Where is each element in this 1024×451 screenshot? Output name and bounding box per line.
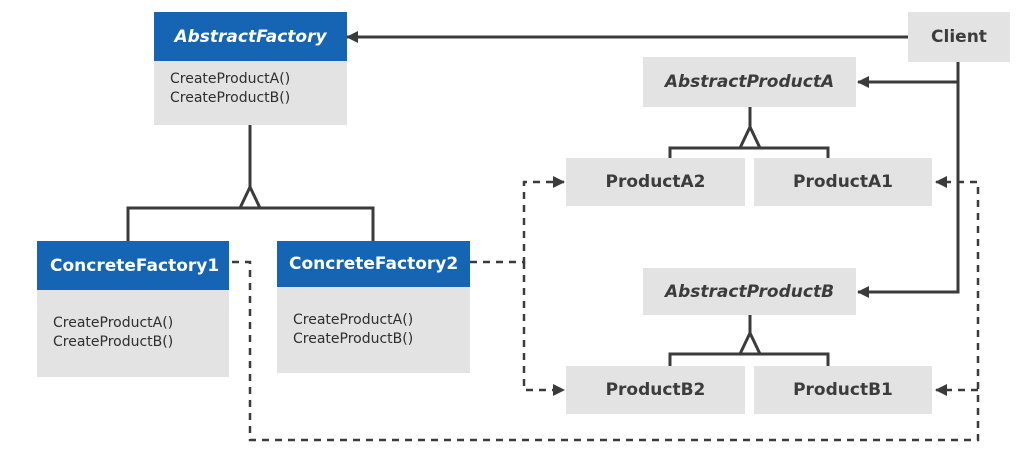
product-a1-title: ProductA1 (793, 172, 893, 192)
product-b1-class: ProductB1 (754, 366, 932, 414)
client-to-abstract-product-a-arrow (857, 62, 960, 88)
concrete-factory-2-class: ConcreteFactory2 CreateProductA() Create… (277, 241, 470, 373)
concrete-factory-2-operations: CreateProductA() CreateProductB() (277, 287, 470, 349)
operation: CreateProductB() (293, 331, 414, 347)
operation: CreateProductB() (53, 334, 174, 350)
product-a2-title: ProductA2 (605, 172, 706, 192)
client-to-abstract-product-b-arrow (857, 82, 960, 298)
product-b1-title: ProductB1 (793, 380, 893, 400)
abstract-factory-title: AbstractFactory (154, 12, 347, 61)
abstract-product-b-title: AbstractProductB (664, 281, 835, 302)
abstract-factory-operations: CreateProductA() CreateProductB() (154, 61, 347, 108)
operation: CreateProductA() (53, 315, 174, 331)
client-class: Client (908, 12, 1010, 62)
factory2-to-product-a2-dependency (470, 176, 565, 264)
product-a-generalization-branch (668, 146, 830, 158)
factory2-to-product-b2-dependency (522, 262, 565, 396)
product-a2-class: ProductA2 (566, 158, 745, 206)
factory-generalization-triangle (237, 183, 263, 210)
abstract-factory-class: AbstractFactory CreateProductA() CreateP… (154, 12, 347, 125)
product-a1-class: ProductA1 (754, 158, 932, 206)
client-title: Client (931, 27, 987, 47)
concrete-factory-2-title: ConcreteFactory2 (277, 241, 470, 287)
product-b-generalization-branch (668, 352, 830, 366)
product-a-generalization-triangle (737, 123, 763, 150)
abstract-product-b-class: AbstractProductB (643, 268, 856, 315)
concrete-factory-1-title: ConcreteFactory1 (37, 241, 229, 290)
product-b2-class: ProductB2 (566, 366, 745, 414)
abstract-product-a-title: AbstractProductA (664, 72, 835, 92)
factory-generalization-branch (126, 206, 375, 241)
abstract-product-a-class: AbstractProductA (643, 57, 856, 107)
operation: CreateProductA() (170, 71, 291, 87)
product-b-generalization-triangle (737, 329, 763, 356)
concrete-factory-1-class: ConcreteFactory1 CreateProductA() Create… (37, 241, 229, 377)
concrete-factory-1-operations: CreateProductA() CreateProductB() (37, 290, 229, 352)
product-b2-title: ProductB2 (605, 380, 706, 400)
operation: CreateProductA() (293, 312, 414, 328)
operation: CreateProductB() (170, 90, 291, 106)
factory1-to-product-a1-dependency (232, 176, 980, 442)
